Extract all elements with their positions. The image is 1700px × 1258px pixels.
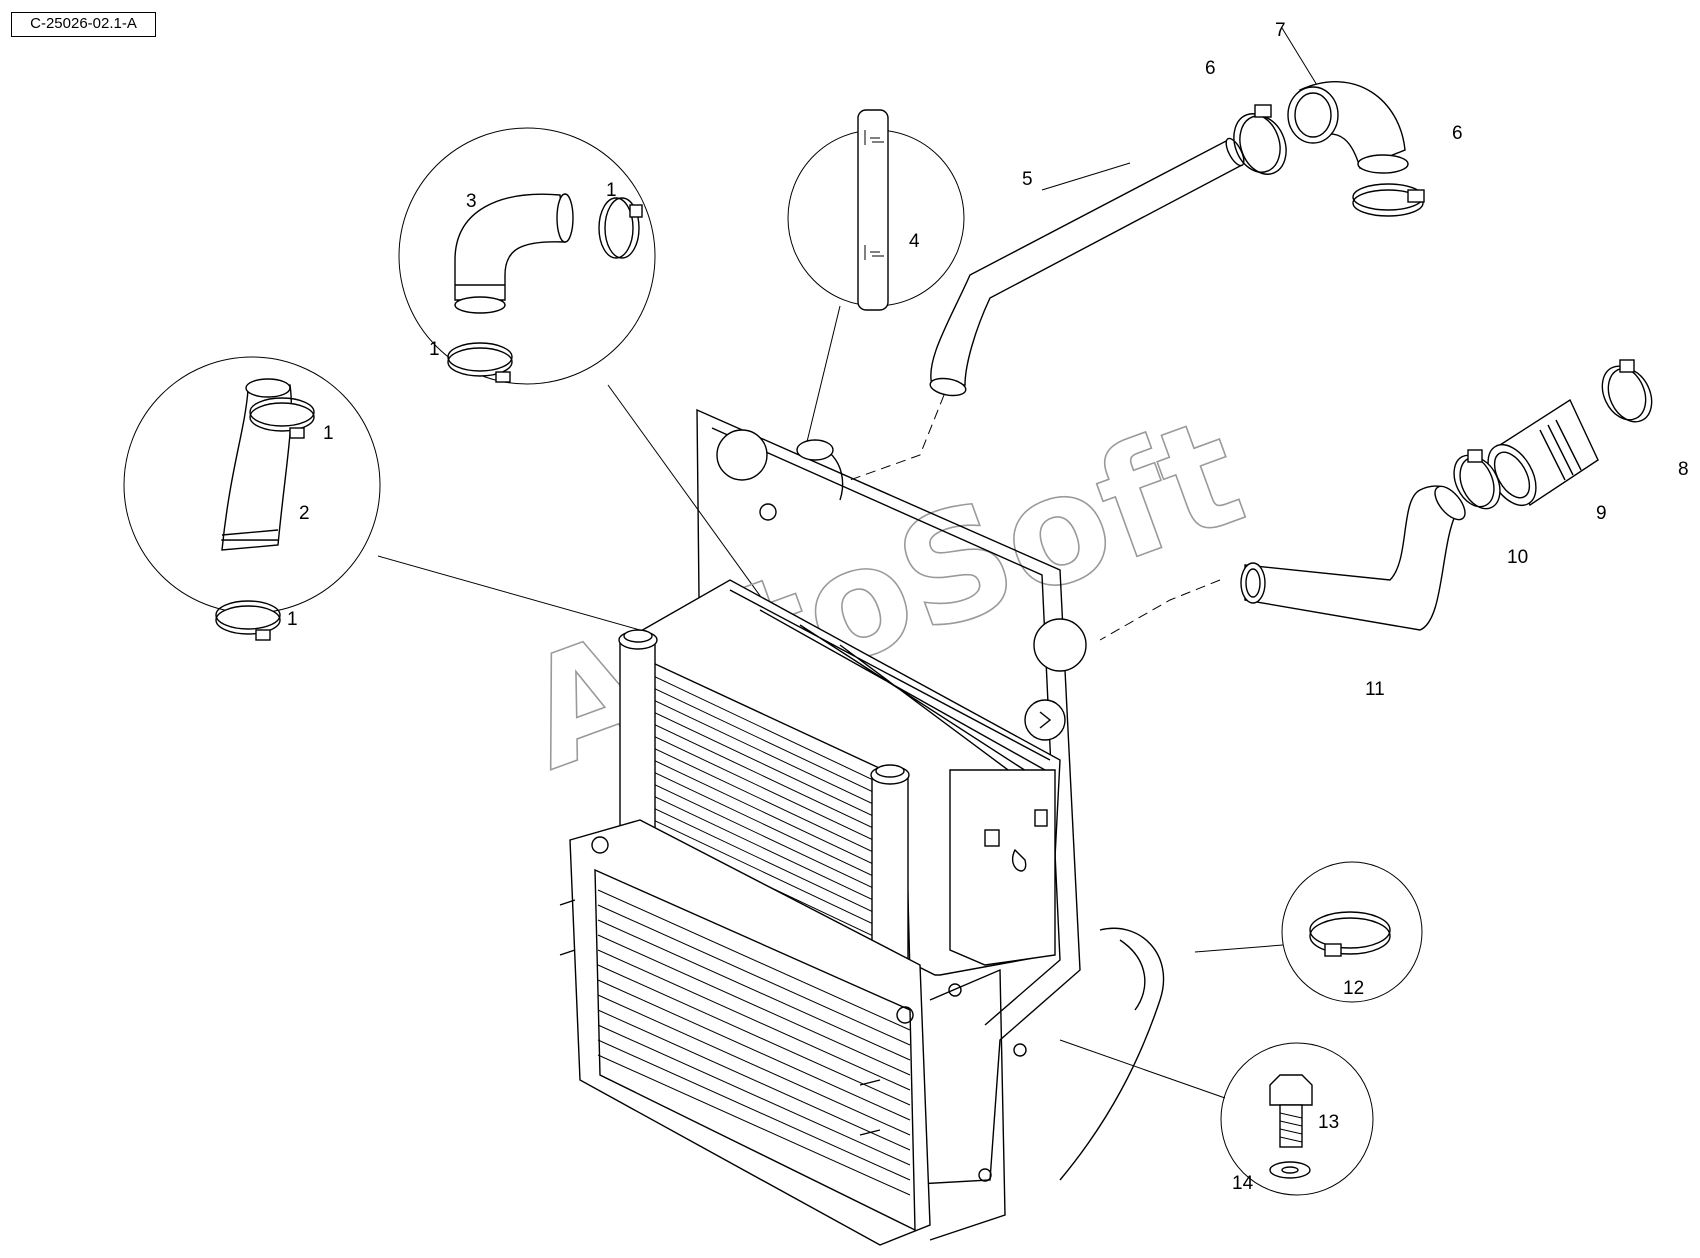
callout-6: 6 xyxy=(1205,58,1216,79)
part-5-pipe xyxy=(929,137,1245,397)
part-10-clamp xyxy=(1453,449,1501,510)
callout-6: 6 xyxy=(1452,123,1463,144)
part-14-washer xyxy=(1269,1161,1311,1179)
callout-12: 12 xyxy=(1343,978,1364,999)
callout-10: 10 xyxy=(1507,547,1528,568)
callout-8: 8 xyxy=(1678,459,1689,480)
part-11-hose xyxy=(1240,485,1466,631)
callout-11: 11 xyxy=(1365,679,1385,700)
part-12-clamp xyxy=(1309,911,1391,957)
callout-1: 1 xyxy=(606,180,617,201)
fan-shroud-frame xyxy=(696,408,1165,1186)
part-1-clamp-elbow-bottom xyxy=(447,342,513,383)
part-6-clamp-upper xyxy=(1233,104,1287,175)
callout-1: 1 xyxy=(287,609,298,630)
detail-circle-bolt-13 xyxy=(1220,1042,1374,1196)
part-8-clamp xyxy=(1601,359,1653,423)
drawing-reference-code: C-25026-02.1-A xyxy=(11,12,156,37)
part-13-bolt xyxy=(1269,1074,1313,1148)
intercooler-core xyxy=(618,579,1061,997)
part-6-clamp-lower xyxy=(1352,183,1425,217)
oil-cooler-core xyxy=(559,819,1027,1246)
callout-4: 4 xyxy=(909,231,920,252)
callout-5: 5 xyxy=(1022,169,1033,190)
callout-1: 1 xyxy=(429,339,440,360)
part-1-clamp-elbow-right xyxy=(598,197,643,259)
callout-2: 2 xyxy=(299,503,310,524)
callout-13: 13 xyxy=(1318,1112,1339,1133)
part-1-clamp-lower xyxy=(215,600,281,641)
part-3-elbow-hose xyxy=(454,193,574,314)
callout-labels: 1 1 1 1 2 3 4 5 6 6 7 8 9 10 11 12 13 14 xyxy=(287,20,1689,1194)
part-1-clamp-upper xyxy=(249,397,315,439)
callout-14: 14 xyxy=(1232,1173,1254,1194)
callout-1: 1 xyxy=(323,423,334,444)
detail-circle-clamp-12 xyxy=(1281,861,1423,1003)
part-4-label-strip xyxy=(857,109,889,311)
callout-3: 3 xyxy=(466,191,477,212)
part-7-elbow xyxy=(1287,81,1409,174)
detail-circle-elbow-3 xyxy=(398,127,656,385)
callout-7: 7 xyxy=(1275,20,1286,41)
callout-9: 9 xyxy=(1596,503,1607,524)
